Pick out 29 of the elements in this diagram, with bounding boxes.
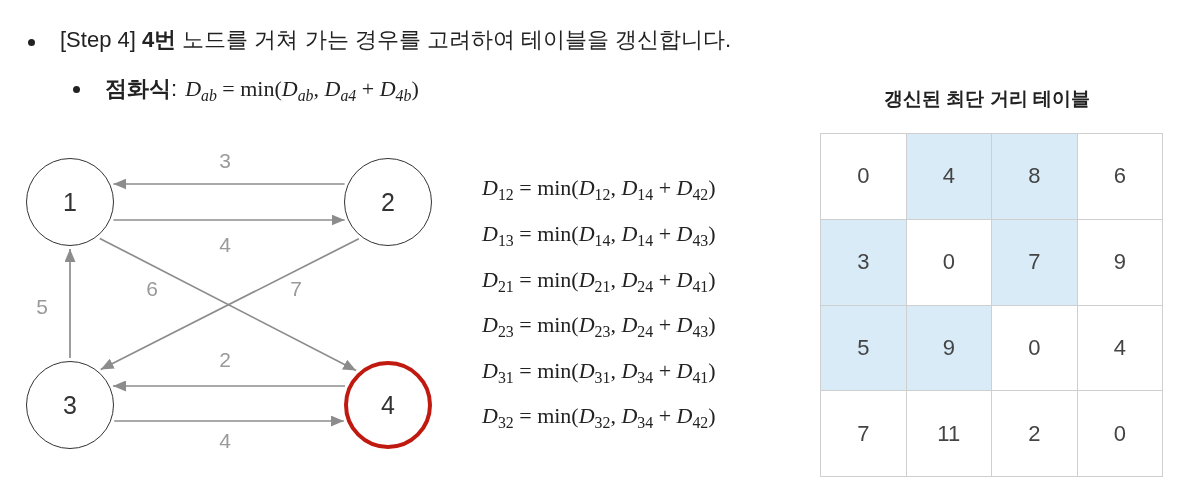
table-cell: 8 <box>991 133 1078 220</box>
table-cell: 7 <box>991 218 1078 306</box>
arrow <box>113 415 345 427</box>
node-circle: 1 <box>26 158 114 246</box>
arrow <box>112 380 346 392</box>
formula: D$_{13}$ = min(D$_{14}$, D$_{14}$ + D$_{43}$) <box>482 221 716 248</box>
table-cell: 6 <box>1076 133 1163 220</box>
arrow <box>112 214 346 226</box>
formula: D$_{21}$ = min(D$_{21}$, D$_{24}$ + D$_{41}$) <box>482 267 716 294</box>
arrow <box>112 178 346 190</box>
node-circle: 2 <box>344 158 432 246</box>
table-title: 갱신된 최단 거리 테이블 <box>884 88 1090 111</box>
node-circle: 3 <box>26 361 114 449</box>
table-cell: 3 <box>820 218 907 306</box>
bullet-text: 점화식: <box>105 75 178 103</box>
formula: D$_{ab}$ = min(D$_{ab}$, D$_{a4}$ + D$_{4b}$) <box>185 76 419 103</box>
formula: D$_{31}$ = min(D$_{31}$, D$_{34}$ + D$_{41}$) <box>482 358 716 385</box>
table-cell: 7 <box>820 390 907 477</box>
table-cell: 4 <box>905 133 992 220</box>
table-cell: 0 <box>820 133 907 220</box>
table-cell: 0 <box>1076 390 1163 477</box>
formula: D$_{23}$ = min(D$_{23}$, D$_{24}$ + D$_{43}$) <box>482 312 716 339</box>
bullet-text: [Step 4] 4번 노드를 거쳐 가는 경우를 고려하여 테이블을 갱신합니다. <box>60 27 732 54</box>
formula: D$_{32}$ = min(D$_{32}$, D$_{34}$ + D$_{42}$) <box>482 403 716 430</box>
formula: D$_{12}$ = min(D$_{12}$, D$_{14}$ + D$_{42}$) <box>482 175 716 202</box>
arrow <box>64 248 76 359</box>
table-cell: 5 <box>820 304 907 392</box>
node-circle: 4 <box>344 361 432 449</box>
table-cell: 9 <box>905 304 992 392</box>
